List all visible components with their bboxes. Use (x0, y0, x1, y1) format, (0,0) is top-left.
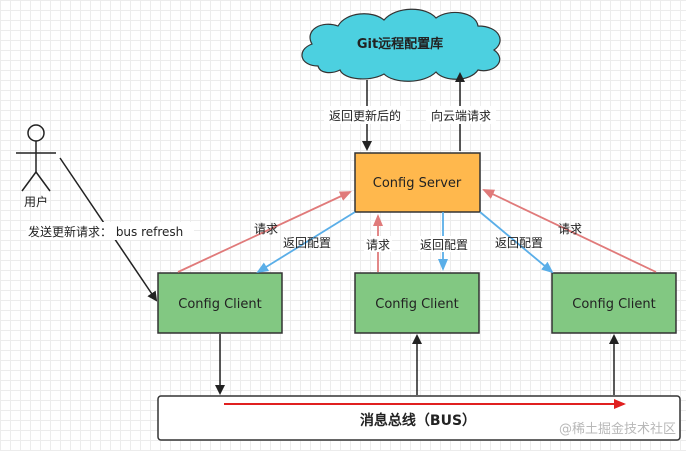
right-request-arrow (482, 189, 657, 273)
left-response-label: 返回配置 (283, 236, 331, 250)
left-request-arrow (177, 191, 352, 273)
config-server: Config Server (354, 152, 481, 213)
user-icon (16, 124, 56, 192)
user-label: 用户 (24, 194, 48, 209)
bus-label: 消息总线（BUS） (360, 412, 476, 429)
left-request-label: 请求 (254, 222, 278, 236)
git-to-server-label: 返回更新后的 (329, 108, 401, 123)
client-middle-label: Config Client (375, 297, 458, 312)
config-client-right: Config Client (551, 272, 677, 334)
config-client-left: Config Client (157, 272, 283, 334)
mid-request-label: 请求 (366, 238, 390, 252)
right-request-label: 请求 (558, 222, 582, 236)
watermark: @稀土掘金技术社区 (559, 421, 676, 437)
client-right-label: Config Client (572, 297, 655, 312)
user-action-label: 发送更新请求： bus refresh (28, 224, 183, 239)
client-left-label: Config Client (178, 297, 261, 312)
message-bus: 消息总线（BUS） (157, 395, 681, 441)
cloud-shape (301, 8, 501, 82)
left-response-arrow (256, 211, 356, 274)
right-response-label: 返回配置 (495, 236, 543, 250)
git-cloud: Git远程配置库 (301, 8, 501, 82)
right-response-arrow (479, 211, 554, 274)
server-to-git-label: 向云端请求 (431, 108, 491, 123)
config-server-label: Config Server (373, 176, 462, 191)
mid-response-label: 返回配置 (420, 238, 468, 252)
config-client-middle: Config Client (354, 272, 480, 334)
cloud-label: Git远程配置库 (357, 36, 443, 52)
